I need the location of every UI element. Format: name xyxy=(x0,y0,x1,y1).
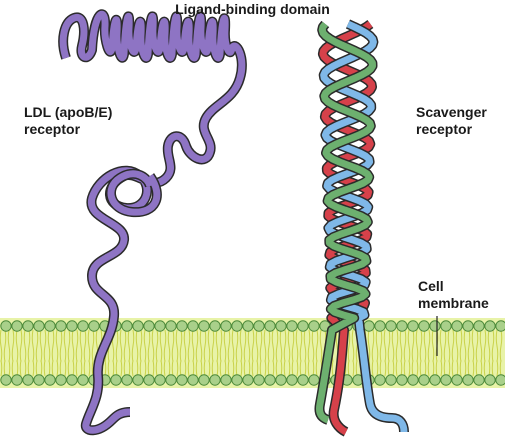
lipid-head-upper xyxy=(165,320,177,332)
lipid-head-upper xyxy=(242,320,254,332)
lipid-head-lower xyxy=(11,374,23,386)
lipid-head-lower xyxy=(253,374,265,386)
lipid-heads xyxy=(0,320,505,386)
ldl-receptor-loop xyxy=(106,168,162,218)
lipid-head-upper xyxy=(385,320,397,332)
lipid-head-lower xyxy=(484,374,496,386)
lipid-head-upper xyxy=(44,320,56,332)
lipid-head-upper xyxy=(473,320,485,332)
lipid-head-lower xyxy=(33,374,45,386)
lipid-head-lower xyxy=(198,374,210,386)
lipid-head-upper xyxy=(264,320,276,332)
lipid-head-upper xyxy=(396,320,408,332)
lipid-head-lower xyxy=(22,374,34,386)
lipid-head-upper xyxy=(176,320,188,332)
lipid-head-lower xyxy=(209,374,221,386)
lipid-head-lower xyxy=(495,374,505,386)
lipid-tails xyxy=(0,329,503,377)
lipid-head-upper xyxy=(451,320,463,332)
lipid-head-lower xyxy=(143,374,155,386)
lipid-head-lower xyxy=(187,374,199,386)
lipid-head-upper xyxy=(66,320,78,332)
lipid-head-upper xyxy=(253,320,265,332)
lipid-head-lower xyxy=(231,374,243,386)
lipid-head-upper xyxy=(297,320,309,332)
lipid-head-lower xyxy=(440,374,452,386)
lipid-head-lower xyxy=(275,374,287,386)
lipid-head-lower xyxy=(297,374,309,386)
scavenger-receptor-label: Scavenger receptor xyxy=(416,104,487,137)
lipid-head-upper xyxy=(462,320,474,332)
lipid-head-upper xyxy=(198,320,210,332)
ldl-receptor-strand xyxy=(58,9,247,436)
cell-membrane-label: Cell membrane xyxy=(418,278,489,311)
lipid-head-upper xyxy=(418,320,430,332)
scavenger-green-strand xyxy=(314,20,378,425)
lipid-head-lower xyxy=(44,374,56,386)
lipid-head-lower xyxy=(308,374,320,386)
lipid-head-upper xyxy=(209,320,221,332)
lipid-head-lower xyxy=(220,374,232,386)
lipid-head-lower xyxy=(429,374,441,386)
lipid-head-upper xyxy=(154,320,166,332)
lipid-head-upper xyxy=(308,320,320,332)
lipid-head-lower xyxy=(132,374,144,386)
lipid-head-upper xyxy=(495,320,505,332)
lipid-head-upper xyxy=(187,320,199,332)
lipid-head-lower xyxy=(451,374,463,386)
ligand-binding-domain-label: Ligand-binding domain xyxy=(175,1,330,17)
lipid-head-upper xyxy=(132,320,144,332)
lipid-head-lower xyxy=(462,374,474,386)
lipid-head-upper xyxy=(484,320,496,332)
lipid-head-lower xyxy=(473,374,485,386)
lipid-head-upper xyxy=(231,320,243,332)
lipid-head-lower xyxy=(0,374,12,386)
lipid-head-upper xyxy=(286,320,298,332)
lipid-head-lower xyxy=(165,374,177,386)
lipid-head-lower xyxy=(110,374,122,386)
lipid-head-upper xyxy=(374,320,386,332)
scavenger-receptor-triple-helix xyxy=(314,19,409,437)
lipid-head-upper xyxy=(88,320,100,332)
lipid-head-lower xyxy=(242,374,254,386)
lipid-head-upper xyxy=(22,320,34,332)
lipid-head-lower xyxy=(264,374,276,386)
ldl-receptor-label: LDL (apoB/E) receptor xyxy=(24,104,113,137)
cell-membrane-bilayer xyxy=(0,318,505,388)
lipid-head-upper xyxy=(0,320,12,332)
lipid-head-lower xyxy=(286,374,298,386)
lipid-head-lower xyxy=(121,374,133,386)
ldl-receptor-chain xyxy=(58,9,247,436)
lipid-head-lower xyxy=(77,374,89,386)
lipid-head-upper xyxy=(220,320,232,332)
scavenger-red-strand xyxy=(317,19,377,437)
lipid-head-lower xyxy=(374,374,386,386)
lipid-head-lower xyxy=(55,374,67,386)
lipid-head-upper xyxy=(143,320,155,332)
lipid-head-lower xyxy=(385,374,397,386)
lipid-head-upper xyxy=(407,320,419,332)
lipid-head-lower xyxy=(154,374,166,386)
lipid-head-upper xyxy=(55,320,67,332)
lipid-head-lower xyxy=(396,374,408,386)
lipid-head-upper xyxy=(275,320,287,332)
lipid-head-lower xyxy=(176,374,188,386)
lipid-head-upper xyxy=(440,320,452,332)
lipid-head-lower xyxy=(407,374,419,386)
lipid-head-lower xyxy=(418,374,430,386)
lipid-head-upper xyxy=(363,320,375,332)
lipid-head-upper xyxy=(11,320,23,332)
lipid-head-upper xyxy=(33,320,45,332)
lipid-head-upper xyxy=(77,320,89,332)
lipid-head-lower xyxy=(66,374,78,386)
lipid-head-upper xyxy=(429,320,441,332)
lipid-head-upper xyxy=(121,320,133,332)
